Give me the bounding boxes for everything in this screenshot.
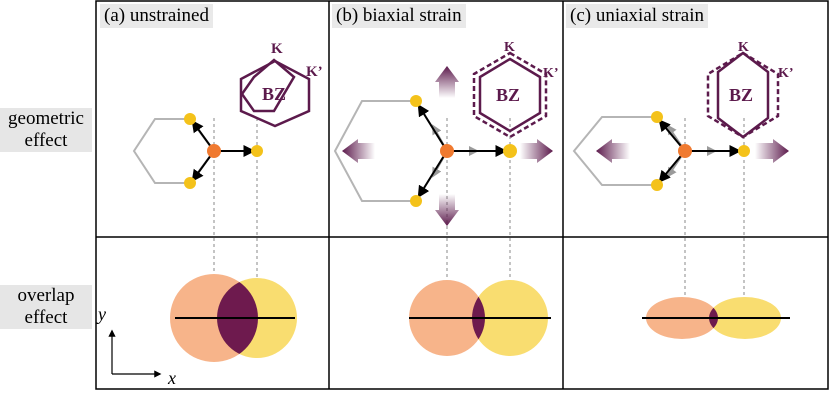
row-label-line: geometric	[8, 108, 84, 129]
neighbor-atom	[184, 177, 196, 189]
bz-b-dashed	[472, 51, 548, 139]
neighbor-atom	[651, 179, 663, 191]
panel-b-overlap	[409, 280, 551, 356]
row-label-geometric: geometric effect	[0, 108, 92, 152]
panel-title-c: (c) uniaxial strain	[566, 4, 709, 28]
panel-title-b: (b) biaxial strain	[332, 4, 466, 28]
bz-label-a: BZ	[262, 84, 286, 104]
bond-vector	[417, 103, 448, 152]
row-label-line: effect	[24, 130, 68, 151]
strain-arrow-left	[596, 139, 630, 163]
neighbor-atom	[251, 145, 263, 157]
bz-c-solid	[716, 51, 770, 139]
neighbor-atom	[738, 145, 750, 157]
bz-label-b: BZ	[496, 85, 520, 105]
panel-a-overlap	[170, 274, 297, 362]
bz-b-solid	[478, 57, 542, 133]
panel-c-geometric	[572, 111, 789, 318]
strain-arrow-down	[435, 194, 459, 226]
neighbor-atom	[410, 195, 422, 207]
strain-arrow-right	[755, 139, 789, 163]
neighbor-atom	[503, 144, 517, 158]
row-label-overlap: overlap effect	[0, 285, 92, 329]
panel-b-geometric	[333, 66, 553, 318]
hexagon-lattice	[132, 118, 216, 184]
coordinate-axes: y x	[96, 304, 176, 388]
k-label-b: K	[504, 40, 515, 55]
bond-vector	[417, 150, 448, 199]
center-atom	[440, 144, 454, 158]
neighbor-atom	[184, 113, 196, 125]
strain-arrow-up	[435, 66, 459, 98]
center-atom	[678, 144, 692, 158]
strain-arrow-left	[342, 139, 375, 163]
neighbor-atom	[651, 111, 663, 123]
bz-labels: BZ K K’ BZ K K’ BZ K K’	[262, 40, 794, 105]
bz-label-c: BZ	[729, 85, 753, 105]
bz-a-shape	[239, 59, 311, 128]
strain-arrow-right	[520, 139, 553, 163]
k-label-c: K	[738, 40, 749, 55]
k-label-a: K	[271, 41, 283, 57]
kprime-label-b: K’	[543, 66, 559, 81]
panel-c-overlap	[642, 297, 790, 339]
y-axis-label: y	[96, 304, 106, 324]
center-atom	[207, 144, 221, 158]
kprime-label-a: K’	[306, 64, 323, 80]
row-label-line: effect	[24, 307, 68, 328]
x-axis-label: x	[167, 368, 176, 388]
panel-title-a: (a) unstrained	[100, 4, 213, 28]
panel-grid	[95, 0, 829, 390]
neighbor-atom	[410, 95, 422, 107]
panel-a-geometric	[132, 58, 296, 318]
row-label-line: overlap	[17, 285, 75, 306]
kprime-label-c: K’	[778, 66, 794, 81]
brillouin-zones	[239, 51, 780, 139]
